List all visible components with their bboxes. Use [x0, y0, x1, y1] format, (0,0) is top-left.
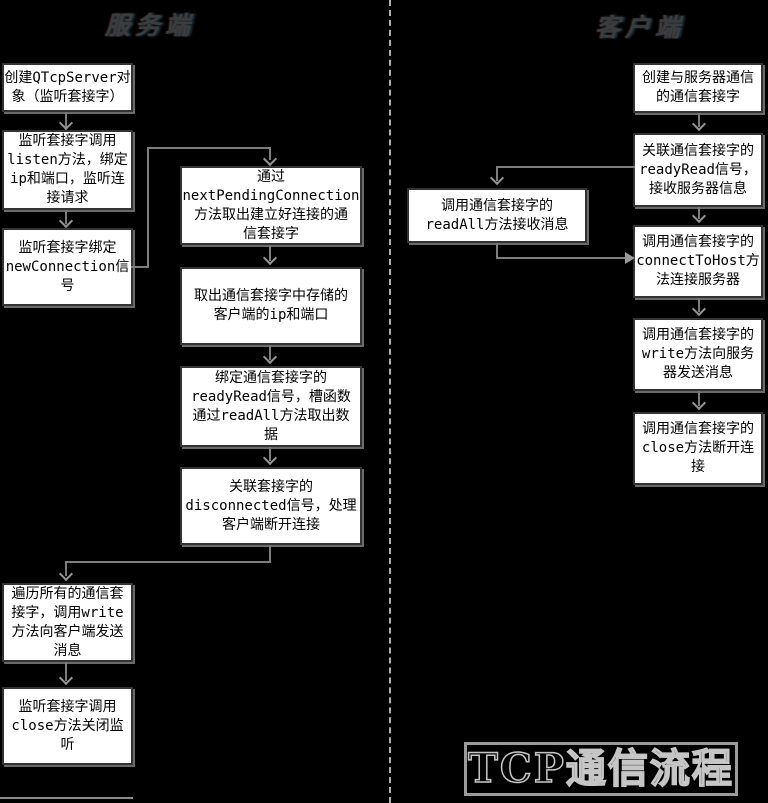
connector-line	[496, 243, 498, 259]
arrow-head-down-icon	[691, 208, 707, 224]
arrow-head-down-icon	[691, 301, 707, 317]
arrow-head-down-icon	[691, 395, 707, 411]
connector-line	[65, 662, 67, 681]
cropped-box-edge	[0, 797, 133, 799]
connector-line	[269, 245, 271, 261]
connector-line	[698, 391, 700, 406]
flow-box-server-close-listen: 监听套接字调用 close方法关闭监 听	[2, 687, 133, 765]
connector-line	[269, 149, 271, 160]
flow-box-bind-readyread: 绑定通信套接字的 readyRead信号，槽函数 通过readAll方法取出数 …	[180, 366, 362, 447]
flow-box-disconnected-signal: 关联套接字的 disconnected信号，处理 客户端断开连接	[180, 467, 362, 545]
connector-line	[147, 147, 149, 268]
flow-box-client-create-socket: 创建与服务器通信 的通信套接字	[633, 63, 763, 113]
connector-line	[65, 561, 271, 563]
flow-box-next-pending-connection: 通过 nextPendingConnection 方法取出建立好连接的通 信套接…	[180, 166, 362, 245]
flow-box-server-listen: 监听套接字调用 listen方法，绑定 ip和端口，监听连 接请求	[2, 130, 133, 210]
connector-line	[65, 210, 67, 224]
connector-line	[497, 257, 627, 259]
flow-box-client-close: 调用通信套接字的 close方法断开连 接	[633, 412, 763, 485]
server-column-title: 服务端	[104, 11, 195, 40]
diagram-caption-box: TCP通信流程	[464, 742, 738, 796]
arrow-head-down-icon	[691, 116, 707, 132]
connector-line	[269, 345, 271, 360]
flow-box-server-write-broadcast: 遍历所有的通信套 接字，调用write 方法向客户端发送 消息	[2, 583, 133, 662]
connector-line	[496, 166, 498, 181]
connector-line	[698, 298, 700, 312]
arrow-head-down-icon	[58, 566, 74, 582]
connector-line	[269, 447, 271, 461]
connector-line	[65, 563, 67, 576]
connector-line	[65, 112, 67, 128]
flow-box-server-create-qtcpserver: 创建QTcpServer对 象（监听套接字）	[2, 63, 133, 112]
flow-box-server-newconnection-signal: 监听套接字绑定 newConnection信 号	[2, 228, 133, 306]
connector-line	[698, 207, 700, 219]
connector-line	[698, 113, 700, 127]
diagram-caption-text: TCP通信流程	[467, 744, 734, 793]
connector-line	[131, 266, 149, 268]
flow-box-peer-ip-port: 取出通信套接字中存储的 客户端的ip和端口	[180, 267, 362, 345]
arrow-head-down-icon	[262, 151, 278, 167]
connector-line	[147, 147, 271, 149]
arrow-head-right-icon	[625, 252, 635, 264]
arrow-head-down-icon	[262, 450, 278, 466]
arrow-head-down-icon	[58, 213, 74, 229]
connector-line	[497, 166, 635, 168]
flow-box-client-connecttohost: 调用通信套接字的 connectToHost方 法连接服务器	[633, 225, 763, 298]
arrow-head-down-icon	[58, 670, 74, 686]
flow-box-client-readall: 调用通信套接字的 readAll方法接收消息	[407, 188, 587, 243]
client-column-title: 客户端	[594, 13, 685, 42]
arrow-head-down-icon	[58, 115, 74, 131]
connector-line	[269, 545, 271, 563]
flow-box-client-readyread-signal: 关联通信套接字的 readyRead信号， 接收服务器信息	[633, 133, 763, 207]
column-divider-dashed-line	[389, 0, 391, 803]
arrow-head-down-icon	[262, 349, 278, 365]
arrow-head-down-icon	[262, 250, 278, 266]
flow-box-client-write: 调用通信套接字的 write方法向服务 器发送消息	[633, 318, 763, 391]
arrow-head-down-icon	[489, 170, 505, 186]
